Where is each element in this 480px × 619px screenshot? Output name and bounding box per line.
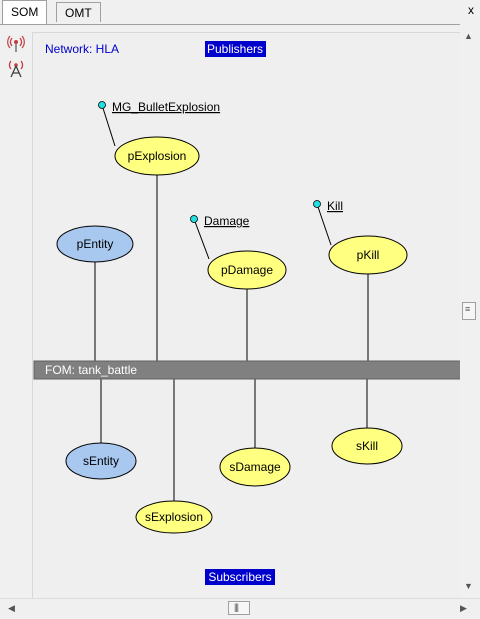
- fom-label: FOM: tank_battle: [45, 363, 137, 377]
- bullet-explosion-dot[interactable]: [98, 101, 106, 109]
- node-pexplosion[interactable]: [114, 136, 200, 176]
- publish-icon[interactable]: [6, 34, 26, 54]
- interaction-bullet-explosion[interactable]: MG_BulletExplosion: [112, 100, 220, 114]
- node-skill[interactable]: [331, 427, 403, 465]
- node-pkill[interactable]: [328, 235, 408, 275]
- node-pexplosion-label: pExplosion: [128, 149, 187, 163]
- vertical-scrollbar[interactable]: ▲ ≡ ▼: [460, 24, 480, 598]
- subscribers-highlight: [205, 569, 275, 585]
- network-label: Network: HLA: [45, 42, 119, 56]
- tab-som[interactable]: SOM: [2, 0, 48, 24]
- diagram-canvas: Network: HLA Publishers MG_BulletExplosi…: [32, 32, 461, 599]
- node-skill-label: sKill: [356, 439, 378, 453]
- diagram-svg: Network: HLA Publishers MG_BulletExplosi…: [33, 41, 461, 585]
- scroll-right-icon[interactable]: ▶: [460, 603, 467, 613]
- side-toolbar: [4, 30, 28, 590]
- node-sentity[interactable]: [65, 442, 137, 480]
- close-icon[interactable]: x: [468, 3, 474, 17]
- scroll-left-icon[interactable]: ◀: [8, 603, 15, 613]
- node-sentity-label: sEntity: [83, 454, 119, 468]
- thumb-grip-icon: ≡: [465, 304, 470, 314]
- damage-pin-line: [193, 218, 210, 260]
- interaction-kill[interactable]: Kill: [327, 199, 343, 213]
- horizontal-scrollbar[interactable]: ◀ ||| ▶: [0, 598, 480, 619]
- interaction-damage[interactable]: Damage: [204, 214, 250, 228]
- kill-dot[interactable]: [313, 200, 321, 208]
- node-sexplosion-label: sExplosion: [145, 510, 203, 524]
- subscribe-icon[interactable]: [6, 58, 26, 78]
- tab-bar: SOM OMT x: [0, 0, 480, 24]
- horizontal-scroll-thumb[interactable]: |||: [228, 601, 250, 615]
- panel-frame: [0, 24, 480, 619]
- node-pdamage-label: pDamage: [221, 263, 273, 277]
- publishers-label: Publishers: [207, 42, 263, 56]
- node-sdamage-label: sDamage: [229, 460, 281, 474]
- kill-pin-line: [316, 203, 332, 246]
- publishers-highlight: [205, 41, 266, 57]
- node-pentity-label: pEntity: [77, 237, 114, 251]
- node-sdamage[interactable]: [219, 447, 291, 487]
- damage-dot[interactable]: [190, 215, 198, 223]
- scroll-up-icon[interactable]: ▲: [464, 31, 473, 41]
- subscribers-label: Subscribers: [208, 570, 271, 584]
- vertical-scroll-thumb[interactable]: ≡: [462, 302, 476, 320]
- node-pdamage[interactable]: [207, 250, 287, 290]
- node-pkill-label: pKill: [357, 248, 380, 262]
- node-pentity[interactable]: [56, 225, 134, 263]
- bullet-pin-line: [101, 104, 116, 147]
- scroll-down-icon[interactable]: ▼: [464, 581, 473, 591]
- fom-bar[interactable]: [33, 360, 461, 380]
- hthumb-grip-icon: |||: [234, 602, 239, 612]
- tab-omt[interactable]: OMT: [56, 2, 101, 22]
- node-sexplosion[interactable]: [135, 500, 213, 534]
